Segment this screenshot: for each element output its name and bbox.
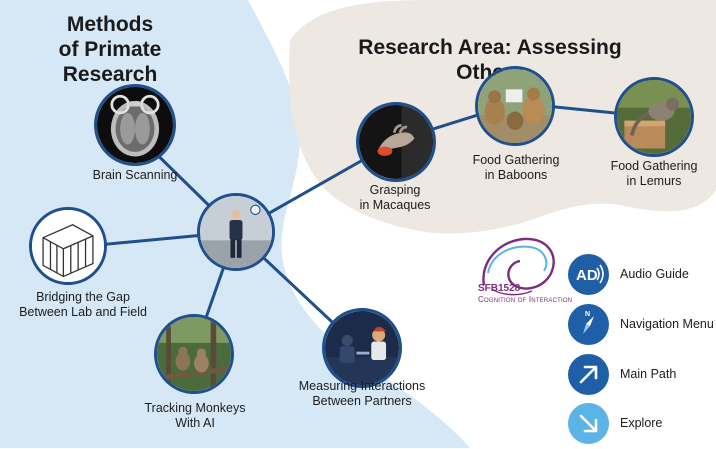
svg-text:AD: AD [576, 267, 598, 284]
navigation-menu-button[interactable]: N [568, 304, 609, 345]
main-path-label[interactable]: Main Path [620, 367, 677, 381]
compass-icon: N [583, 311, 594, 334]
mri-scan-image [97, 87, 173, 163]
audio-guide-label[interactable]: Audio Guide [620, 267, 689, 281]
sfb-logo-swirl [482, 237, 555, 296]
grasping-node[interactable] [356, 102, 436, 182]
tracking-label: Tracking Monkeys With AI [144, 401, 246, 430]
arrow-down-right-icon [579, 414, 598, 433]
bridging-label: Bridging the Gap Between Lab and Field [19, 290, 147, 319]
arrow-up-right-icon [579, 365, 598, 384]
explore-button[interactable] [568, 403, 609, 444]
navigation-menu-label[interactable]: Navigation Menu [620, 317, 714, 331]
baboons-node[interactable] [475, 66, 555, 146]
measuring-label: Measuring Interactions Between Partners [298, 379, 426, 408]
brain-scanning-label: Brain Scanning [92, 168, 178, 182]
baboons-image [478, 69, 552, 143]
measuring-node[interactable] [322, 308, 402, 388]
tracking-node[interactable] [154, 314, 234, 394]
methods-title: Methods of Primate Research [58, 13, 162, 86]
interaction-experiment-image [325, 311, 399, 385]
lemurs-image [617, 80, 691, 154]
lab-enclosure-image [32, 210, 104, 282]
bridging-node[interactable] [29, 207, 107, 285]
brain-scanning-node[interactable] [94, 84, 176, 166]
explore-label[interactable]: Explore [620, 416, 663, 430]
svg-text:N: N [585, 311, 590, 318]
lemurs-node[interactable] [614, 77, 694, 157]
lemurs-label: Food Gathering in Lemurs [610, 159, 698, 188]
baboons-label: Food Gathering in Baboons [472, 153, 560, 182]
researcher-presenter-image [200, 196, 272, 268]
center-researcher-node[interactable] [197, 193, 275, 271]
monkeys-in-forest-image [157, 317, 231, 391]
grasping-label: Grasping in Macaques [359, 183, 431, 212]
main-path-button[interactable] [568, 354, 609, 395]
sfb-logo-text: SFB1528 Cognition of Interaction [478, 283, 573, 304]
macaque-hand-image [359, 105, 433, 179]
audio-guide-button[interactable]: AD [568, 254, 609, 295]
audio-description-icon: AD [576, 264, 604, 284]
